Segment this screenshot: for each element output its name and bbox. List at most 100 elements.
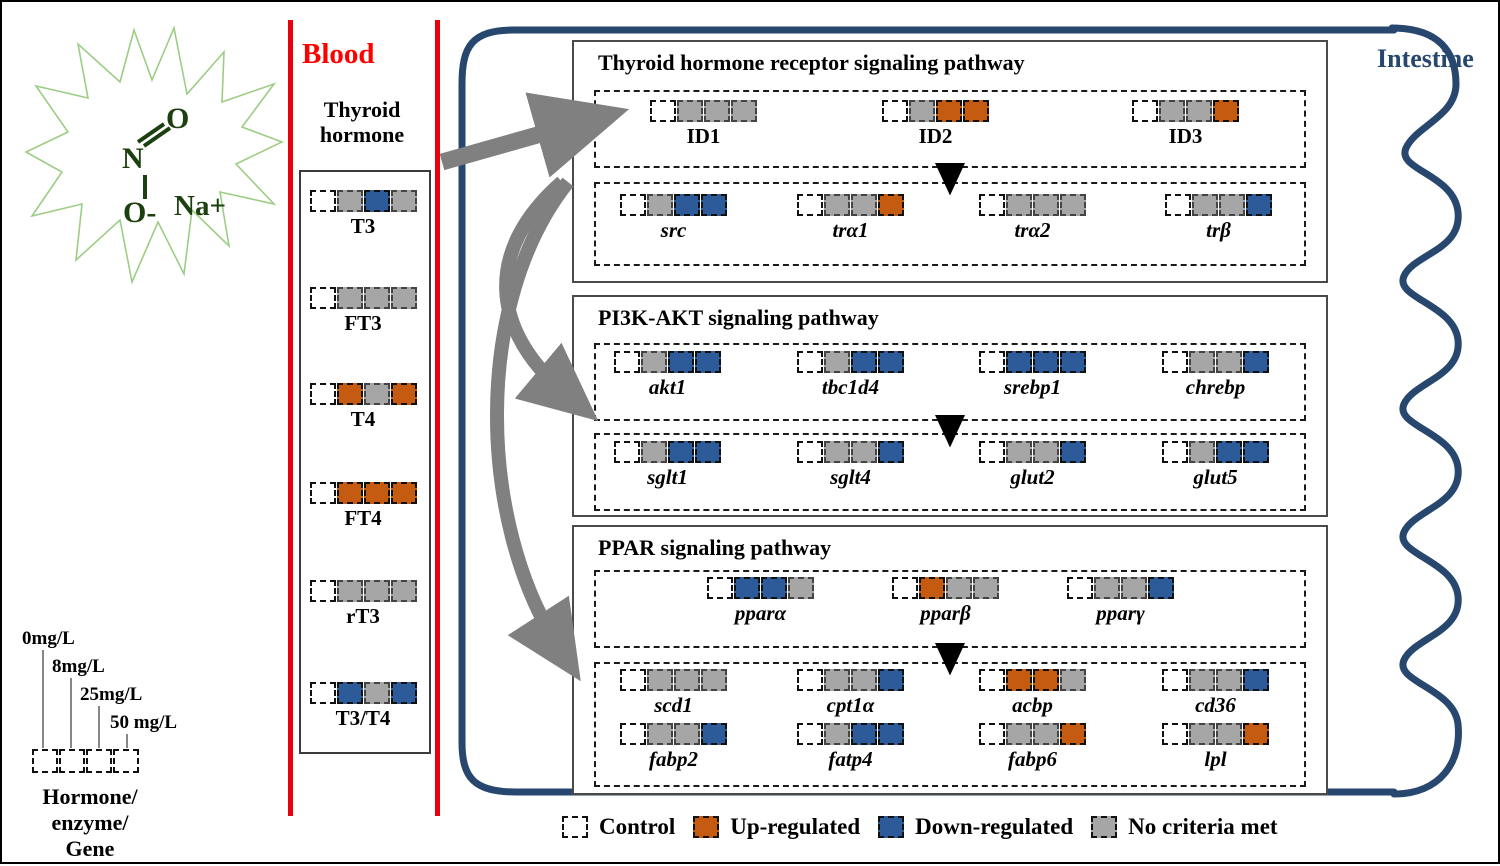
heat-cell-control[interactable] <box>309 287 336 309</box>
gene-group-pparb[interactable]: pparβ <box>892 577 999 624</box>
heat-cell-none[interactable] <box>1033 441 1059 463</box>
heat-cell-control[interactable] <box>979 441 1005 463</box>
blood-group-t3[interactable]: T3 <box>302 190 424 237</box>
heat-cell-down[interactable] <box>851 723 877 745</box>
gene-group-glut2[interactable]: glut2 <box>979 441 1086 488</box>
gene-group-id3[interactable]: ID3 <box>1132 100 1239 147</box>
heat-cell-up[interactable] <box>1243 723 1269 745</box>
heat-cell-none[interactable] <box>973 577 999 599</box>
heat-cell-control[interactable] <box>1162 669 1188 691</box>
heat-cell-up[interactable] <box>336 383 363 405</box>
gene-group-ppara[interactable]: pparα <box>707 577 814 624</box>
heat-cell-up[interactable] <box>363 482 390 504</box>
heat-cell-none[interactable] <box>363 383 390 405</box>
heat-cell-none[interactable] <box>909 100 935 122</box>
heat-cell-up[interactable] <box>390 482 417 504</box>
gene-group-tra2[interactable]: trα2 <box>979 194 1086 241</box>
gene-group-trb[interactable]: trβ <box>1165 194 1272 241</box>
heat-cell-none[interactable] <box>851 669 877 691</box>
heat-cell-control[interactable] <box>979 351 1005 373</box>
heat-cell-none[interactable] <box>390 287 417 309</box>
heat-cell-none[interactable] <box>1189 441 1215 463</box>
heat-cell-none[interactable] <box>647 194 673 216</box>
heat-cell-control[interactable] <box>309 580 336 602</box>
heat-cell-down[interactable] <box>336 682 363 704</box>
gene-group-scd1[interactable]: scd1 <box>620 669 727 716</box>
heat-cell-none[interactable] <box>1159 100 1185 122</box>
heat-cell-down[interactable] <box>695 441 721 463</box>
heat-cell-up[interactable] <box>1213 100 1239 122</box>
heat-cell-none[interactable] <box>1094 577 1120 599</box>
heat-cell-none[interactable] <box>336 580 363 602</box>
heat-cell-down[interactable] <box>1243 441 1269 463</box>
heat-cell-none[interactable] <box>731 100 757 122</box>
heat-cell-none[interactable] <box>704 100 730 122</box>
heat-cell-control[interactable] <box>797 441 823 463</box>
heat-cell-control[interactable] <box>309 190 336 212</box>
heat-cell-none[interactable] <box>824 723 850 745</box>
heat-cell-none[interactable] <box>1192 194 1218 216</box>
heat-cell-none[interactable] <box>336 190 363 212</box>
heat-cell-control[interactable] <box>309 482 336 504</box>
heat-cell-none[interactable] <box>336 287 363 309</box>
dose-scale-cell[interactable] <box>59 749 85 773</box>
heat-cell-down[interactable] <box>701 723 727 745</box>
heat-cell-up[interactable] <box>1060 723 1086 745</box>
heat-cell-control[interactable] <box>979 194 1005 216</box>
heat-cell-down[interactable] <box>878 441 904 463</box>
heat-cell-none[interactable] <box>824 194 850 216</box>
heat-cell-none[interactable] <box>1033 723 1059 745</box>
gene-group-fabp2[interactable]: fabp2 <box>620 723 727 770</box>
dose-scale-cell[interactable] <box>113 749 139 773</box>
heat-cell-none[interactable] <box>1060 194 1086 216</box>
heat-cell-none[interactable] <box>824 351 850 373</box>
heat-cell-down[interactable] <box>668 351 694 373</box>
heat-cell-none[interactable] <box>1216 351 1242 373</box>
heat-cell-none[interactable] <box>677 100 703 122</box>
gene-group-pparg[interactable]: pparγ <box>1067 577 1174 624</box>
heat-cell-none[interactable] <box>363 580 390 602</box>
heat-cell-none[interactable] <box>641 351 667 373</box>
heat-cell-control[interactable] <box>797 723 823 745</box>
blood-group-rt3[interactable]: rT3 <box>302 580 424 627</box>
gene-group-fatp4[interactable]: fatp4 <box>797 723 904 770</box>
heat-cell-control[interactable] <box>1162 351 1188 373</box>
heat-cell-control[interactable] <box>707 577 733 599</box>
heat-cell-down[interactable] <box>1148 577 1174 599</box>
gene-group-srebp1[interactable]: srebp1 <box>979 351 1086 398</box>
heat-cell-down[interactable] <box>701 194 727 216</box>
gene-group-cpt1a[interactable]: cpt1α <box>797 669 904 716</box>
heat-cell-down[interactable] <box>878 351 904 373</box>
heat-cell-none[interactable] <box>363 287 390 309</box>
heat-cell-none[interactable] <box>788 577 814 599</box>
heat-cell-none[interactable] <box>1121 577 1147 599</box>
heat-cell-control[interactable] <box>620 723 646 745</box>
heat-cell-control[interactable] <box>309 682 336 704</box>
heat-cell-down[interactable] <box>1243 669 1269 691</box>
heat-cell-control[interactable] <box>1162 441 1188 463</box>
heat-cell-control[interactable] <box>882 100 908 122</box>
heat-cell-none[interactable] <box>1006 441 1032 463</box>
gene-group-lpl[interactable]: lpl <box>1162 723 1269 770</box>
heat-cell-none[interactable] <box>647 669 673 691</box>
heat-cell-none[interactable] <box>1060 669 1086 691</box>
heat-cell-control[interactable] <box>1067 577 1093 599</box>
heat-cell-down[interactable] <box>674 194 700 216</box>
heat-cell-none[interactable] <box>647 723 673 745</box>
heat-cell-none[interactable] <box>641 441 667 463</box>
heat-cell-control[interactable] <box>1165 194 1191 216</box>
heat-cell-up[interactable] <box>936 100 962 122</box>
gene-group-acbp[interactable]: acbp <box>979 669 1086 716</box>
heat-cell-none[interactable] <box>1006 723 1032 745</box>
heat-cell-up[interactable] <box>919 577 945 599</box>
heat-cell-up[interactable] <box>878 194 904 216</box>
heat-cell-none[interactable] <box>851 194 877 216</box>
heat-cell-down[interactable] <box>878 723 904 745</box>
gene-group-src[interactable]: src <box>620 194 727 241</box>
heat-cell-control[interactable] <box>797 351 823 373</box>
heat-cell-up[interactable] <box>1006 669 1032 691</box>
heat-cell-down[interactable] <box>734 577 760 599</box>
heat-cell-up[interactable] <box>336 482 363 504</box>
heat-cell-down[interactable] <box>1006 351 1032 373</box>
heat-cell-up[interactable] <box>963 100 989 122</box>
